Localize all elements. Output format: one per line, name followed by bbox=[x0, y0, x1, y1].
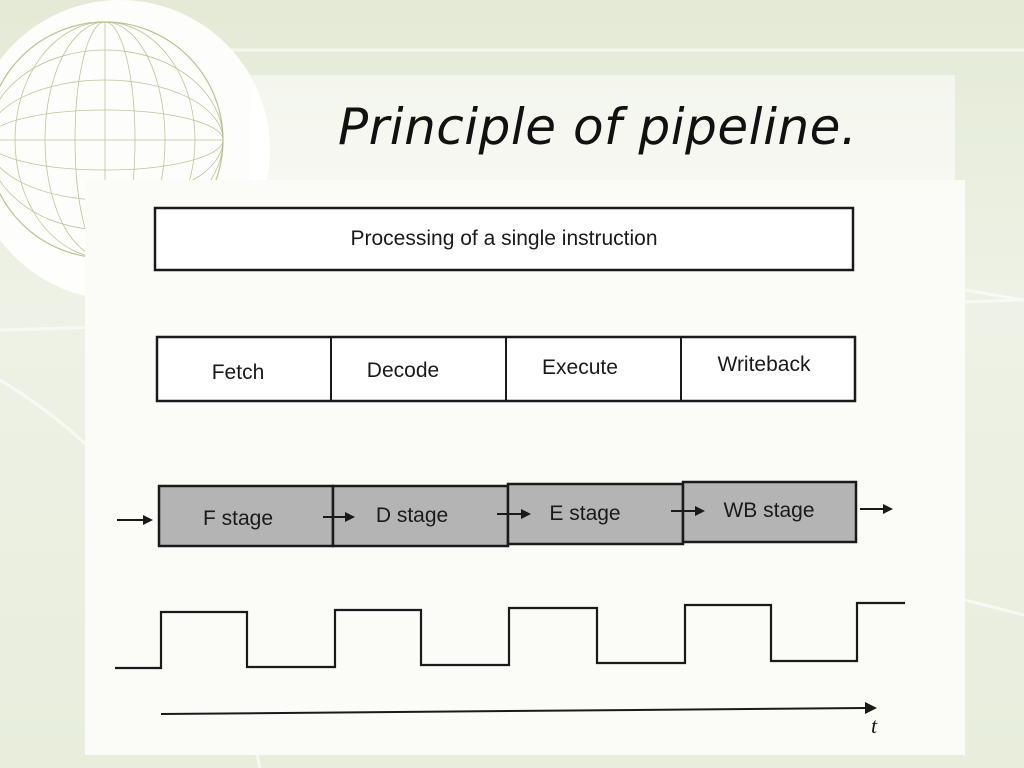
single-instruction-label: Processing of a single instruction bbox=[351, 227, 658, 250]
input-arrow bbox=[117, 515, 153, 525]
stage-arrow-e-wb bbox=[671, 506, 705, 516]
stage-wb-label: WB stage bbox=[723, 499, 814, 522]
stage-wb-box bbox=[681, 480, 858, 544]
phase-execute: Execute bbox=[542, 356, 618, 379]
slide-title: Principle of pipeline. bbox=[338, 98, 858, 156]
stage-e-label: E stage bbox=[549, 502, 620, 525]
time-axis bbox=[160, 702, 877, 715]
phase-decode: Decode bbox=[367, 359, 439, 382]
phase-fetch: Fetch bbox=[212, 361, 265, 384]
time-axis-label: t bbox=[871, 713, 878, 738]
stage-f-label: F stage bbox=[203, 507, 273, 530]
stage-e-box bbox=[506, 482, 685, 546]
title-panel bbox=[250, 75, 955, 185]
phases-row: Fetch Decode Execute Writeback bbox=[155, 335, 857, 403]
single-instruction-box bbox=[153, 206, 855, 272]
figure-panel: Processing of a single instruction Fetch… bbox=[85, 180, 965, 755]
pipeline-diagram: Processing of a single instruction Fetch… bbox=[115, 206, 905, 738]
clock-signal bbox=[115, 601, 905, 670]
stages-row: F stage D stage E stage WB stage bbox=[117, 480, 893, 548]
stage-d-label: D stage bbox=[376, 504, 448, 527]
phase-writeback: Writeback bbox=[718, 353, 811, 376]
output-arrow bbox=[860, 504, 893, 514]
stage-arrow-f-d bbox=[323, 512, 355, 522]
stage-arrow-d-e bbox=[497, 509, 531, 519]
